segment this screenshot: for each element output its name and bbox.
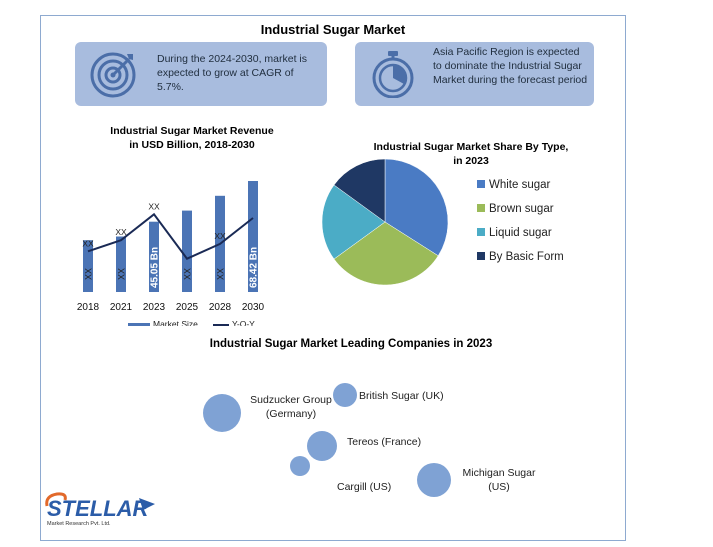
company-label-michigan-line2: (US): [488, 481, 510, 493]
bubble-british-sugar: [333, 383, 357, 407]
pie-chart-title-line2: in 2023: [453, 155, 489, 167]
bar-2023: [149, 221, 159, 292]
bar-2021: [116, 236, 126, 292]
logo-subtext: Market Research Pvt. Ltd.: [47, 521, 111, 527]
yoy-line: [87, 212, 254, 260]
stellar-logo-mark: STELLAR Market Research Pvt. Ltd.: [45, 492, 155, 527]
company-label-british-sugar: British Sugar (UK): [359, 390, 444, 402]
yoy-value-label: XX: [82, 238, 94, 248]
target-icon: [90, 52, 136, 98]
bar-value-label: 68.42 Bn: [249, 247, 260, 288]
pie-chart-title: Industrial Sugar Market Share By Type, i…: [351, 140, 591, 168]
bubble-sudzucker: [203, 394, 241, 432]
pie-slice-brown-sugar: [333, 221, 439, 286]
infographic-frame: Industrial Sugar Market During the 2024-…: [40, 15, 626, 541]
bar-value-label: 45.05 Bn: [150, 247, 161, 288]
company-label-sudzucker: Sudzucker Group (Germany): [239, 393, 343, 421]
pie-slice-by-basic-form: [333, 158, 386, 223]
company-label-michigan-sugar: Michigan Sugar (US): [451, 466, 547, 494]
x-tick-label: 2028: [209, 302, 232, 313]
x-tick-label: 2018: [77, 302, 100, 313]
legend-swatch-market-size: [128, 323, 150, 326]
pie-legend-swatch: [477, 204, 485, 212]
bar-value-label: XX: [84, 268, 94, 280]
company-label-tereos: Tereos (France): [347, 436, 422, 448]
pie-legend-label: White sugar: [489, 179, 551, 191]
companies-title: Industrial Sugar Market Leading Companie…: [209, 338, 493, 350]
company-label-michigan-line1: Michigan Sugar: [462, 467, 536, 479]
yoy-value-label: XX: [214, 231, 226, 241]
info-box-growth: During the 2024-2030, market is expected…: [75, 42, 327, 106]
pie-chart-title-line1: Industrial Sugar Market Share By Type,: [373, 141, 569, 153]
x-tick-label: 2021: [110, 302, 133, 313]
bubble-cargill: [290, 456, 310, 476]
x-tick-label: 2023: [143, 302, 166, 313]
bar-chart-title: Industrial Sugar Market Revenue in USD B…: [77, 124, 307, 152]
info-growth-text: During the 2024-2030, market is expected…: [157, 53, 307, 93]
yoy-value-label: XX: [148, 201, 160, 211]
pie-legend-swatch: [477, 228, 485, 236]
logo-text: STELLAR: [47, 496, 149, 521]
bar-2025: [182, 210, 192, 292]
bar-chart-title-line1: Industrial Sugar Market Revenue: [110, 125, 274, 137]
page-title: Industrial Sugar Market: [260, 22, 406, 37]
pie-slice-white-sugar: [384, 158, 449, 257]
legend-label-market-size: Market Size: [153, 319, 198, 326]
legend-label-yoy: Y-O-Y: [232, 319, 255, 326]
bar-chart-title-line2: in USD Billion, 2018-2030: [129, 139, 255, 151]
company-label-sudzucker-line2: (Germany): [265, 408, 317, 420]
pie-legend-label: By Basic Form: [489, 251, 564, 263]
bar-chart: XX 2018 XX 2021 45.05 Bn 2023 XX 2025 XX 2028 68.4…: [77, 181, 265, 326]
stopwatch-icon: [372, 51, 414, 98]
pie-legend-label: Liquid sugar: [489, 227, 552, 239]
pie-slice-liquid-sugar: [321, 184, 386, 260]
bubble-michigan-sugar: [417, 463, 451, 497]
bar-value-label: XX: [216, 268, 226, 280]
yoy-value-label: XX: [115, 227, 127, 237]
bar-value-label: XX: [183, 268, 193, 280]
bubble-tereos: [307, 431, 337, 461]
bar-2030: [248, 181, 258, 292]
bar-value-label: XX: [117, 268, 127, 280]
info-box-region: Asia Pacific Region is expected to domin…: [355, 42, 594, 106]
stellar-logo: STELLAR Market Research Pvt. Ltd.: [43, 486, 163, 536]
bar-2018: [83, 240, 93, 292]
x-tick-label: 2030: [242, 302, 265, 313]
info-region-text: Asia Pacific Region is expected to domin…: [433, 46, 588, 86]
company-label-cargill: Cargill (US): [337, 481, 392, 493]
x-tick-label: 2025: [176, 302, 199, 313]
pie-legend-swatch: [477, 180, 485, 188]
pie-legend-label: Brown sugar: [489, 203, 554, 215]
companies-bubbles: [203, 383, 451, 497]
company-label-sudzucker-line1: Sudzucker Group: [250, 394, 332, 406]
pie-legend-swatch: [477, 252, 485, 260]
